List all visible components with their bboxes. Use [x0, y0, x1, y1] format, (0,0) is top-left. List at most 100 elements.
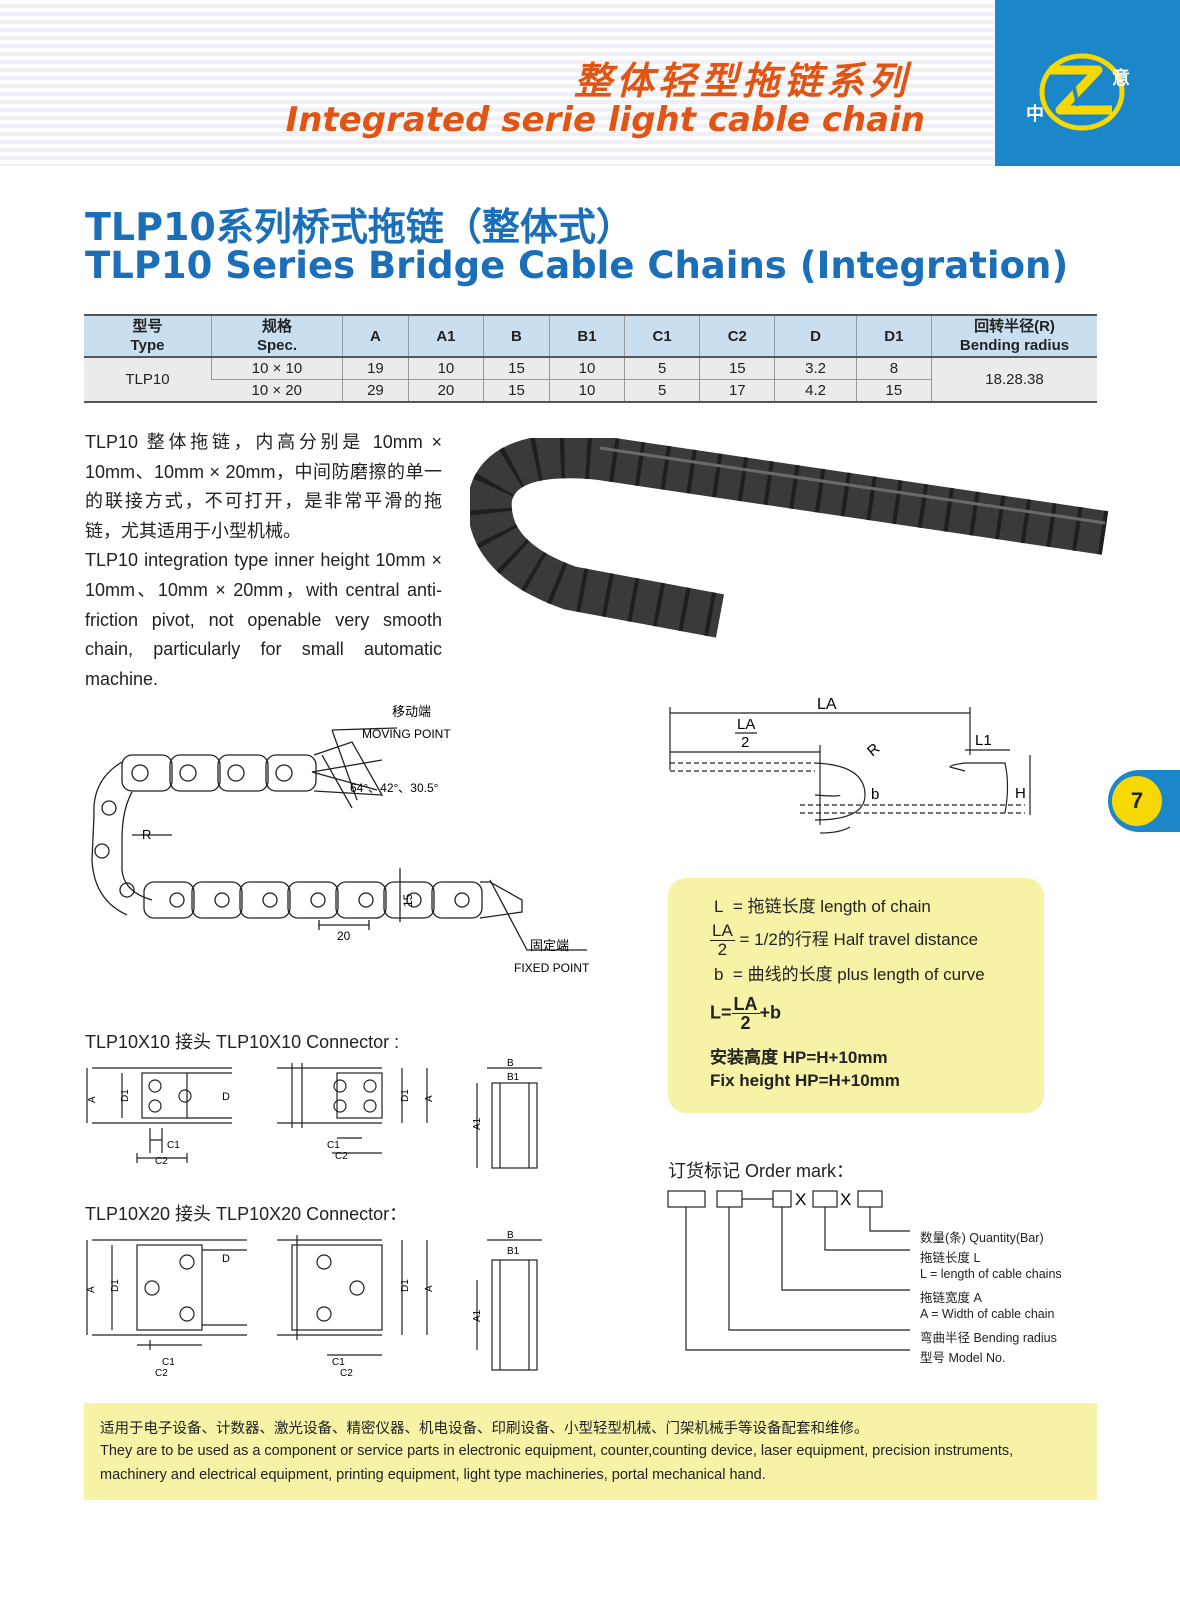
svg-text:B: B [507, 1058, 514, 1069]
formula-L-row: L = 拖链长度 length of chain [714, 897, 931, 916]
application-en-2: machinery and electrical equipment, prin… [100, 1467, 766, 1483]
travel-b-label: b [871, 786, 879, 803]
order-label-length-en: L = length of cable chains [920, 1267, 1062, 1281]
th-d: D [774, 315, 857, 357]
header-title-zh: 整体轻型拖链系列 [573, 59, 910, 103]
application-en-1: They are to be used as a component or se… [100, 1443, 1014, 1459]
svg-text:D1: D1 [120, 1089, 131, 1102]
svg-text:C2: C2 [155, 1368, 168, 1379]
svg-text:C1: C1 [327, 1140, 340, 1151]
connector-20-drawing: A D1 D C1 C2 D1 A C1 C2 B B1 A1 [86, 1230, 542, 1379]
table-row: TLP10 10 × 10 19 10 15 10 5 15 3.2 8 18.… [84, 356, 1097, 402]
connector-20-title: TLP10X20 接头 TLP10X20 Connector： [85, 1204, 408, 1224]
application-band: 适用于电子设备、计数器、激光设备、精密仪器、机电设备、印刷设备、小型轻型机械、门… [84, 1403, 1097, 1500]
svg-text:C1: C1 [332, 1357, 345, 1368]
page-title-en: TLP10 Series Bridge Cable Chains (Integr… [85, 244, 1069, 287]
order-label-radius: 弯曲半径 Bending radius [920, 1331, 1057, 1345]
description-zh: TLP10 整体拖链，内高分别是 10mm × 10mm、10mm × 20mm… [85, 432, 442, 541]
order-label-width-en: A = Width of cable chain [920, 1307, 1055, 1321]
pitch-label: 20 [337, 929, 351, 943]
svg-text:A: A [424, 1285, 435, 1292]
svg-text:A: A [86, 1286, 97, 1293]
cell-spec: 10 × 10 [211, 356, 343, 380]
svg-text:A: A [424, 1095, 435, 1102]
connector-10-drawing: A D1 D C1 C2 D1 A C1 C2 B B1 A1 [86, 1058, 542, 1169]
moving-point-en: MOVING POINT [362, 727, 451, 741]
connector-10-title: TLP10X10 接头 TLP10X10 Connector : [85, 1032, 400, 1052]
svg-text:A: A [87, 1096, 98, 1103]
description: TLP10 整体拖链，内高分别是 10mm × 10mm、10mm × 20mm… [85, 428, 442, 694]
fixed-point-zh: 固定端 [530, 938, 569, 953]
svg-text:C1: C1 [162, 1357, 175, 1368]
cell-b1: 10 [548, 356, 625, 380]
th-c1: C1 [624, 315, 700, 357]
svg-text:A1: A1 [472, 1117, 483, 1130]
chain-photo [470, 438, 1109, 638]
cell-a: 29 [342, 379, 409, 402]
order-label-quantity: 数量(条) Quantity(Bar) [920, 1231, 1044, 1245]
cell-a: 19 [342, 356, 409, 380]
cell-c2: 15 [699, 356, 775, 380]
svg-text:D: D [222, 1253, 230, 1265]
cell-b: 15 [483, 379, 550, 402]
svg-text:D1: D1 [110, 1279, 121, 1292]
travel-l1-label: L1 [975, 732, 992, 749]
cell-c2: 17 [699, 379, 775, 402]
svg-text:D1: D1 [400, 1279, 411, 1292]
cell-d1: 8 [855, 356, 932, 380]
formula-b-row: b = 曲线的长度 plus length of curve [714, 965, 985, 984]
svg-text:B: B [507, 1230, 514, 1241]
svg-text:D1: D1 [400, 1089, 411, 1102]
description-en: TLP10 integration type inner height 10mm… [85, 550, 442, 689]
fixed-point-en: FIXED POINT [514, 961, 590, 975]
cell-radius: 18.28.38 [931, 356, 1097, 402]
logo-text-right: 意 [1112, 67, 1130, 88]
cell-b1: 10 [548, 379, 625, 402]
company-logo: 中 意 [1026, 53, 1130, 131]
formula-hp-en: Fix height HP=H+10mm [710, 1071, 900, 1090]
cell-type: TLP10 [84, 356, 212, 402]
svg-text:A1: A1 [472, 1309, 483, 1322]
table-row: 10 × 20 29 20 15 10 5 17 4.2 15 [84, 379, 1097, 402]
formula-hp-zh: 安装高度 HP=H+10mm [710, 1048, 888, 1067]
order-label-model: 型号 Model No. [920, 1351, 1006, 1365]
travel-half-num: LA [737, 716, 755, 733]
cell-a1: 10 [407, 356, 484, 380]
svg-text:C2: C2 [335, 1151, 348, 1162]
th-a1: A1 [407, 315, 484, 357]
svg-text:C2: C2 [340, 1368, 353, 1379]
order-mark-diagram: X X [667, 1190, 910, 1351]
cell-a1: 20 [407, 379, 484, 402]
bend-angles: 64°、42°、30.5° [350, 781, 439, 795]
th-c2: C2 [699, 315, 775, 357]
order-label-length: 拖链长度 L [920, 1251, 981, 1265]
page-number: 7 [1112, 776, 1162, 826]
svg-text:B1: B1 [507, 1246, 520, 1257]
th-b1: B1 [548, 315, 625, 357]
cell-spec: 10 × 20 [211, 379, 343, 402]
travel-r-label: R [864, 740, 883, 760]
application-zh: 适用于电子设备、计数器、激光设备、精密仪器、机电设备、印刷设备、小型轻型机械、门… [100, 1421, 869, 1437]
th-radius: 回转半径(R)Bending radius [931, 315, 1097, 357]
th-d1: D1 [855, 315, 932, 357]
svg-text:C2: C2 [155, 1156, 168, 1167]
cell-c1: 5 [624, 356, 700, 380]
travel-half-den: 2 [741, 734, 749, 751]
cell-d1: 15 [855, 379, 932, 402]
svg-text:B1: B1 [507, 1072, 520, 1083]
bend-radius-label: R [142, 827, 151, 842]
order-mark-title: 订货标记 Order mark： [668, 1161, 855, 1181]
chain-side-diagram: 移动端 MOVING POINT 64°、42°、30.5° R 20 15 固… [91, 704, 590, 975]
order-label-width: 拖链宽度 A [920, 1291, 982, 1305]
cell-d: 3.2 [774, 356, 857, 380]
th-b: B [483, 315, 550, 357]
svg-text:C1: C1 [167, 1140, 180, 1151]
